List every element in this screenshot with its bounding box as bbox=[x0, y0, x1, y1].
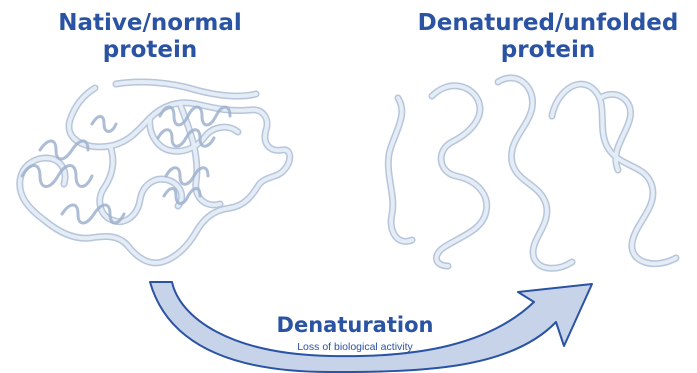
denatured-title-line1: Denatured/unfolded bbox=[398, 10, 697, 37]
folded-protein-ribbon-icon bbox=[20, 82, 290, 263]
process-subtitle: Loss of biological activity bbox=[250, 341, 460, 354]
denatured-protein-title: Denatured/unfolded protein bbox=[398, 10, 697, 64]
native-protein-title: Native/normal protein bbox=[30, 10, 270, 64]
denatured-title-line2: protein bbox=[398, 37, 697, 64]
native-title-line1: Native/normal bbox=[30, 10, 270, 37]
unfolded-protein-ribbon-icon bbox=[388, 78, 676, 268]
process-title: Denaturation bbox=[250, 313, 460, 337]
native-title-line2: protein bbox=[30, 37, 270, 64]
